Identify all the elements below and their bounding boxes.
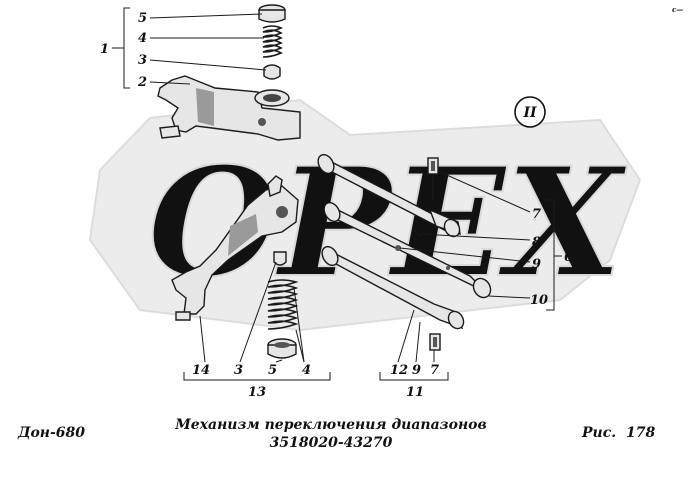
callout-bottom-13: 13 bbox=[248, 385, 266, 400]
view-marker: II bbox=[514, 96, 546, 128]
caption-title: Механизм переключения диапазонов bbox=[174, 417, 486, 433]
callout-upper-3: 3 bbox=[138, 53, 147, 68]
caption-part-number: 3518020-43270 bbox=[270, 435, 393, 451]
callout-upper-4: 4 bbox=[138, 31, 147, 46]
callout-right-10: 10 bbox=[530, 293, 548, 308]
shaft-bottom bbox=[321, 245, 465, 330]
shaft-top bbox=[317, 153, 461, 238]
callout-bottom-14: 14 bbox=[192, 363, 210, 378]
callout-right-6: 6 bbox=[564, 250, 573, 265]
bushing-top bbox=[427, 157, 439, 200]
bushing-bottom bbox=[429, 333, 441, 351]
lower-fork-assembly bbox=[171, 175, 299, 359]
callout-upper-2: 2 bbox=[137, 75, 147, 90]
bottom-right-leaders bbox=[379, 309, 449, 381]
pin-9 bbox=[413, 229, 421, 237]
upper-fork-assembly bbox=[157, 4, 301, 141]
callout-right-7: 7 bbox=[532, 207, 541, 222]
callout-bottom-4: 4 bbox=[302, 363, 311, 378]
callout-bottom-11: 11 bbox=[406, 385, 424, 400]
lower-leaders bbox=[183, 261, 331, 381]
callout-upper-1: 1 bbox=[100, 42, 109, 57]
callout-right-9: 9 bbox=[532, 257, 541, 272]
corner-mark: с— bbox=[672, 5, 683, 14]
callout-bottom-12: 12 bbox=[390, 363, 408, 378]
view-marker-label: II bbox=[522, 105, 537, 121]
callout-upper-5: 5 bbox=[138, 11, 147, 26]
shaft-middle bbox=[323, 201, 492, 299]
callout-bottom-5: 5 bbox=[268, 363, 277, 378]
callout-right-8: 8 bbox=[532, 235, 541, 250]
callout-bottom-3: 3 bbox=[234, 363, 243, 378]
figure-number: 178 bbox=[626, 425, 655, 441]
model-label: Дон-680 bbox=[17, 425, 85, 441]
callout-bottom-7: 7 bbox=[430, 363, 439, 378]
upper-group-bracket bbox=[112, 7, 267, 89]
callout-bottom-9: 9 bbox=[412, 363, 421, 378]
figure-label: Рис. bbox=[581, 425, 616, 441]
right-leaders bbox=[399, 171, 562, 311]
